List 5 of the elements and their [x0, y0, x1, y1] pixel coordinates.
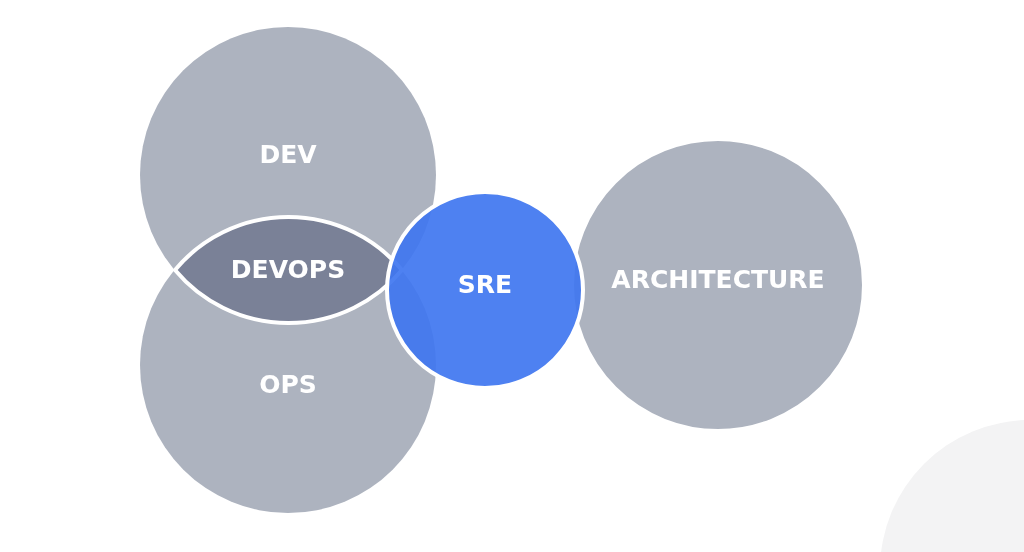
circle-label: DEV	[259, 140, 317, 169]
circle-label: DEVOPS	[230, 255, 346, 284]
circle-label: SRE	[457, 270, 513, 299]
circle-label: ARCHITECTURE	[611, 265, 825, 294]
circle-label: OPS	[259, 370, 317, 399]
